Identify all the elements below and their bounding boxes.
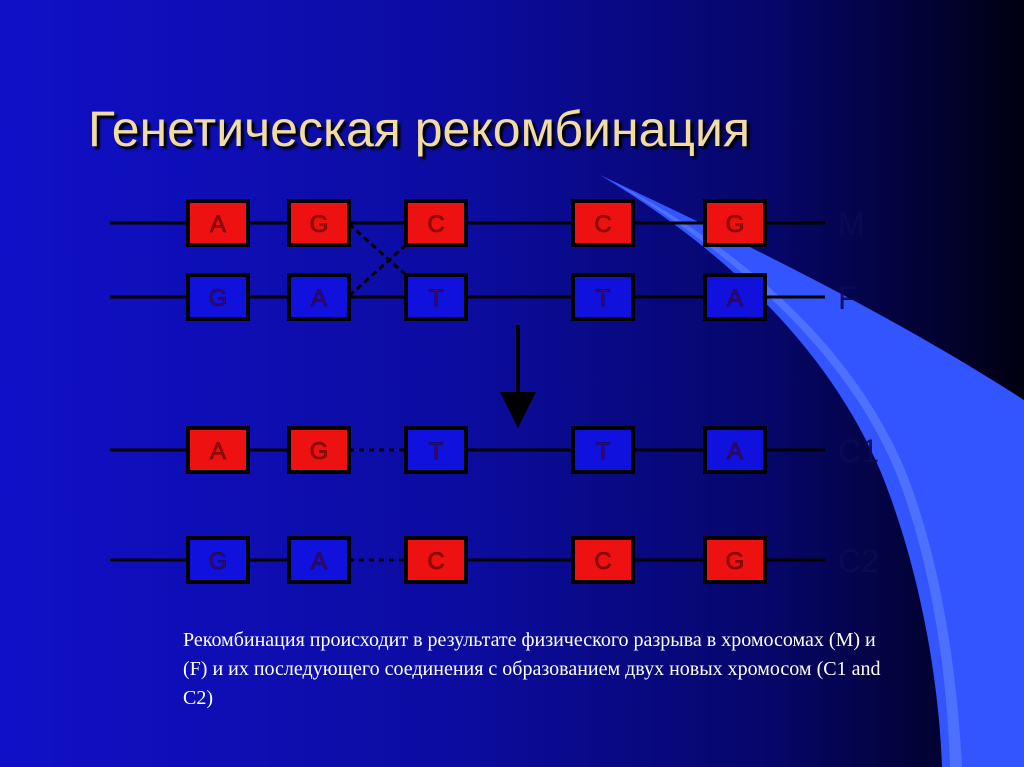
gene-box bbox=[186, 199, 250, 247]
gene-letter: A bbox=[210, 438, 226, 465]
gene-letter: T bbox=[429, 438, 444, 465]
gene-box bbox=[404, 536, 468, 584]
gene-letter: G bbox=[209, 285, 228, 312]
gene-box bbox=[404, 426, 468, 474]
gene-box bbox=[186, 426, 250, 474]
gene-box bbox=[186, 536, 250, 584]
gene-letter: T bbox=[429, 285, 444, 312]
gene-letter: C bbox=[594, 548, 611, 575]
gene-letter: T bbox=[596, 438, 611, 465]
gene-box bbox=[404, 199, 468, 247]
chromosome-label: M bbox=[838, 206, 865, 242]
gene-box bbox=[571, 536, 635, 584]
crossover-line bbox=[347, 243, 408, 298]
gene-box bbox=[287, 199, 351, 247]
gene-box bbox=[571, 273, 635, 321]
gene-box bbox=[703, 273, 767, 321]
gene-letter: A bbox=[210, 211, 226, 238]
chromosome-label: C1 bbox=[838, 433, 879, 469]
chromosome-label: F bbox=[838, 280, 858, 316]
gene-box bbox=[287, 536, 351, 584]
swoosh-shape bbox=[600, 175, 1024, 767]
gene-box bbox=[571, 199, 635, 247]
gene-letter: G bbox=[310, 211, 329, 238]
gene-letter: G bbox=[209, 548, 228, 575]
gene-box bbox=[571, 426, 635, 474]
gene-box bbox=[186, 273, 250, 321]
gene-box bbox=[404, 273, 468, 321]
crossover-line bbox=[347, 222, 408, 277]
slide-title: Генетическая рекомбинация bbox=[88, 101, 751, 157]
gene-box bbox=[703, 536, 767, 584]
gene-letter: A bbox=[727, 438, 743, 465]
gene-letter: A bbox=[311, 548, 327, 575]
gene-letter: A bbox=[311, 285, 327, 312]
gene-letter: G bbox=[726, 548, 745, 575]
gene-box bbox=[287, 426, 351, 474]
gene-letter: C bbox=[594, 211, 611, 238]
gene-letter: C bbox=[427, 548, 444, 575]
gene-letter: G bbox=[726, 211, 745, 238]
gene-box bbox=[703, 426, 767, 474]
chromosome-label: C2 bbox=[838, 543, 879, 579]
gene-letter: G bbox=[310, 438, 329, 465]
gene-letter: T bbox=[596, 285, 611, 312]
gene-letter: C bbox=[427, 211, 444, 238]
gene-letter: A bbox=[727, 285, 743, 312]
arrow-down-icon bbox=[500, 392, 536, 428]
gene-box bbox=[287, 273, 351, 321]
gene-box bbox=[703, 199, 767, 247]
slide-caption: Рекомбинация происходит в результате физ… bbox=[183, 629, 881, 709]
